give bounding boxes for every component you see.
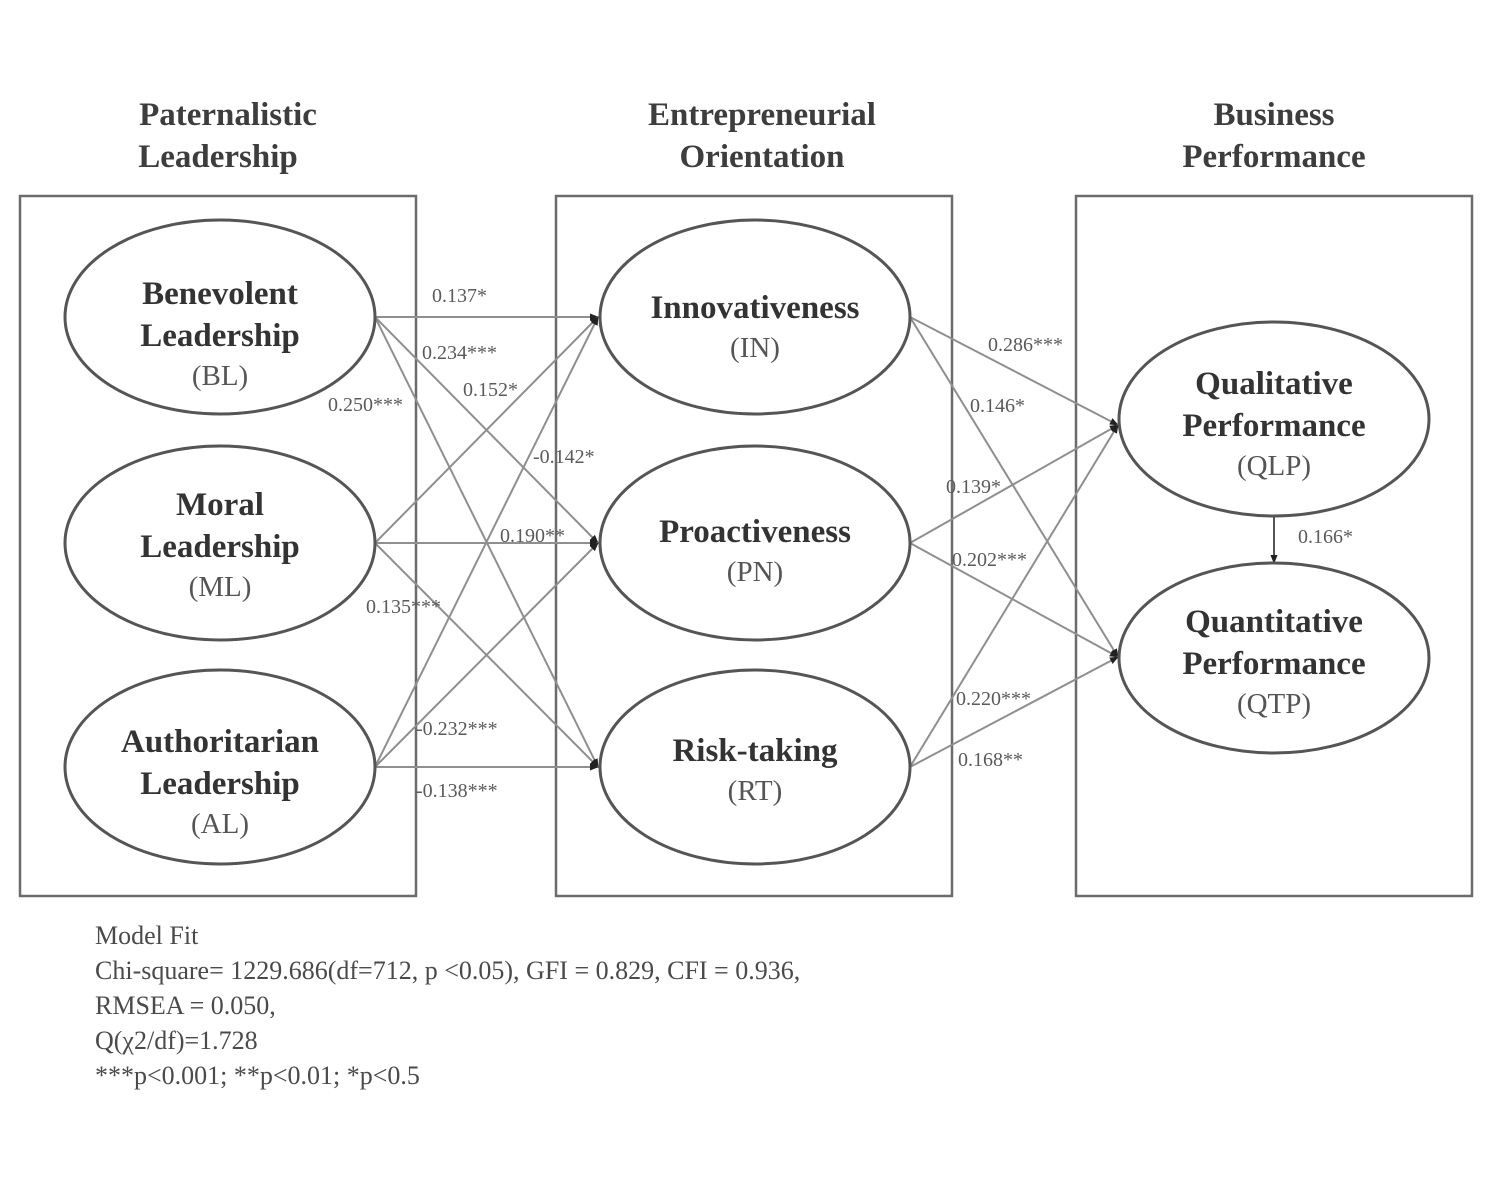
model-fit-line-2: RMSEA = 0.050, xyxy=(95,991,276,1020)
group-title-paternalistic-line2: Leadership xyxy=(138,139,298,175)
edge-label-pn-qlp: 0.139* xyxy=(946,476,1001,498)
node-abbr-pn: (PN) xyxy=(727,556,783,588)
edge-al-in xyxy=(374,316,599,768)
edge-label-bl-pn: 0.234*** xyxy=(422,342,497,364)
node-ellipse-al xyxy=(63,668,377,866)
node-authoritarian-leadership: Authoritarian Leadership (AL) xyxy=(63,668,377,866)
edge-al-pn xyxy=(374,542,599,768)
frame-business-performance xyxy=(1074,194,1474,898)
node-abbr-ml: (ML) xyxy=(189,571,252,603)
edge-in-qtp xyxy=(909,316,1119,658)
node-label-qtp-line1: Quantitative xyxy=(1185,604,1363,640)
edge-label-al-in: -0.142* xyxy=(533,446,595,468)
edge-label-bl-rt: 0.152* xyxy=(463,379,518,401)
node-ellipse-bl xyxy=(63,218,377,416)
node-moral-leadership: Moral Leadership (ML) xyxy=(63,444,377,642)
frame-paternalistic-leadership xyxy=(18,194,418,898)
node-label-rt: Risk-taking xyxy=(672,733,838,769)
edge-label-ml-rt: 0.135*** xyxy=(366,596,441,618)
node-abbr-qtp: (QTP) xyxy=(1237,688,1311,720)
edge-rt-qtp xyxy=(909,656,1119,768)
edge-in-qlp xyxy=(909,316,1119,426)
node-label-bl-line2: Leadership xyxy=(140,318,300,354)
group-title-business-line1: Business xyxy=(1213,97,1334,133)
node-risk-taking: Risk-taking (RT) xyxy=(598,668,912,866)
node-label-al-line1: Authoritarian xyxy=(121,724,319,760)
node-abbr-in: (IN) xyxy=(730,332,780,364)
edge-ml-in xyxy=(374,316,599,544)
node-abbr-rt: (RT) xyxy=(728,775,783,807)
edge-pn-qtp xyxy=(909,542,1119,658)
model-fit-line-1: Chi-square= 1229.686(df=712, p <0.05), G… xyxy=(95,956,801,985)
node-ellipse-ml xyxy=(63,444,377,642)
edge-label-bl-in: 0.137* xyxy=(432,285,487,307)
edge-pn-qlp xyxy=(909,424,1119,544)
node-ellipse-qlp xyxy=(1117,320,1431,518)
node-label-ml-line1: Moral xyxy=(176,487,264,523)
group-title-entrepreneurial-line2: Orientation xyxy=(680,139,845,175)
node-label-qlp-line2: Performance xyxy=(1182,408,1365,444)
node-proactiveness: Proactiveness (PN) xyxy=(598,444,912,642)
node-label-qtp-line2: Performance xyxy=(1182,646,1365,682)
node-ellipse-pn xyxy=(598,444,912,642)
edge-label-ml-pn: 0.190** xyxy=(500,525,565,547)
node-label-ml-line2: Leadership xyxy=(140,529,300,565)
node-quantitative-performance: Quantitative Performance (QTP) xyxy=(1117,561,1431,755)
node-label-bl-line1: Benevolent xyxy=(142,276,298,312)
node-qualitative-performance: Qualitative Performance (QLP) xyxy=(1117,320,1431,518)
group-title-business-line2: Performance xyxy=(1182,139,1365,175)
edge-label-in-qtp: 0.146* xyxy=(970,395,1025,417)
node-abbr-bl: (BL) xyxy=(192,360,248,392)
node-ellipse-in xyxy=(598,218,912,416)
edge-label-rt-qlp: 0.220*** xyxy=(956,688,1031,710)
group-title-entrepreneurial-line1: Entrepreneurial xyxy=(648,97,876,133)
model-fit-line-4: ***p<0.001; **p<0.01; *p<0.5 xyxy=(95,1061,420,1090)
edge-label-qlp-qtp: 0.166* xyxy=(1298,526,1353,548)
node-ellipse-qtp xyxy=(1117,561,1431,755)
node-abbr-qlp: (QLP) xyxy=(1237,450,1311,482)
model-fit-block: Model Fit Chi-square= 1229.686(df=712, p… xyxy=(95,918,800,1093)
group-title-paternalistic-line1: Paternalistic xyxy=(139,97,317,133)
node-ellipse-rt xyxy=(598,668,912,866)
edge-label-al-pn: -0.232*** xyxy=(416,718,498,740)
edge-rt-qlp xyxy=(909,424,1119,768)
node-benevolent-leadership: Benevolent Leadership (BL) xyxy=(63,218,377,416)
model-fit-title: Model Fit xyxy=(95,921,199,950)
node-label-in: Innovativeness xyxy=(650,290,859,326)
node-abbr-al: (AL) xyxy=(191,808,249,840)
node-innovativeness: Innovativeness (IN) xyxy=(598,218,912,416)
edge-label-al-rt: -0.138*** xyxy=(416,780,498,802)
frame-entrepreneurial-orientation xyxy=(554,194,954,898)
edge-label-in-qlp: 0.286*** xyxy=(988,334,1063,356)
edge-label-rt-qtp: 0.168** xyxy=(958,749,1023,771)
node-label-qlp-line1: Qualitative xyxy=(1195,366,1353,402)
edge-label-ml-in: 0.250*** xyxy=(328,394,403,416)
model-fit-line-3: Q(χ2/df)=1.728 xyxy=(95,1026,258,1055)
node-label-pn: Proactiveness xyxy=(659,514,851,550)
edge-label-pn-qtp: 0.202*** xyxy=(952,549,1027,571)
node-label-al-line2: Leadership xyxy=(140,766,300,802)
